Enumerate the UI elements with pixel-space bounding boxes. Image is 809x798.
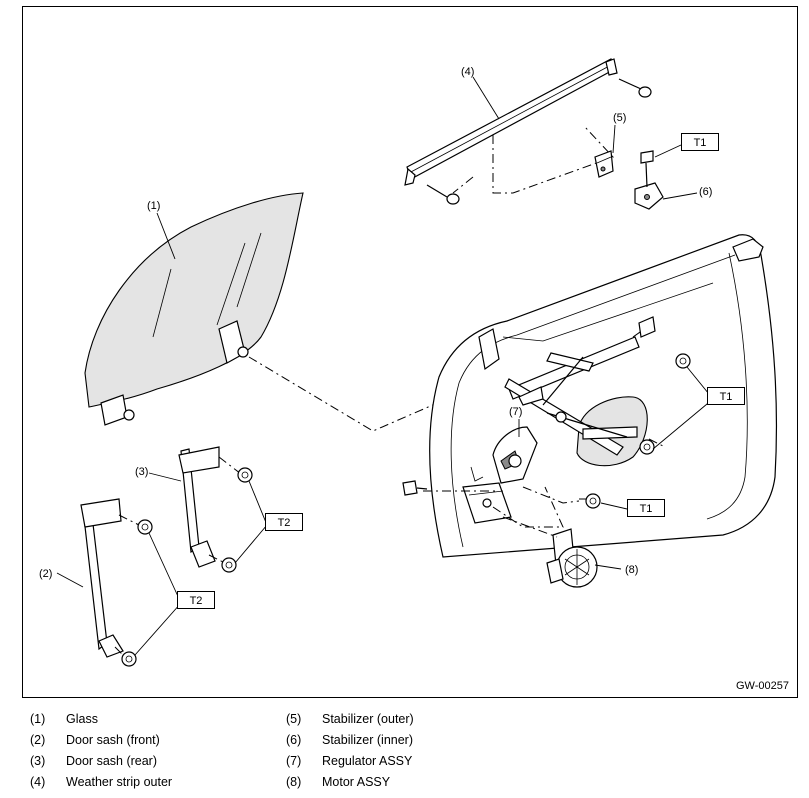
regulator-mounting-nut <box>585 493 601 509</box>
legend-num: (2) <box>30 733 46 747</box>
torque-label-t2-rear-sash: T2 <box>265 513 303 531</box>
leader-t2-rear <box>234 480 268 564</box>
regulator-nut-lower <box>639 439 655 455</box>
door-glass <box>84 192 304 426</box>
weather-strip-screw-upper <box>618 78 652 98</box>
parts-legend: (1) Glass (2) Door sash (front) (3) Door… <box>0 710 809 795</box>
stabilizer-inner-bolt <box>640 150 654 188</box>
legend-label: Door sash (front) <box>66 733 160 747</box>
leader-4 <box>472 76 500 120</box>
figure-code: GW-00257 <box>736 680 789 692</box>
leader-1 <box>156 212 176 260</box>
legend-num: (1) <box>30 712 46 726</box>
leader-3 <box>148 472 182 482</box>
stabilizer-inner <box>634 182 664 210</box>
torque-label-t2-front-sash: T2 <box>177 591 215 609</box>
regulator-nut-upper <box>675 353 691 369</box>
legend-num: (6) <box>286 733 302 747</box>
legend-num: (3) <box>30 754 46 768</box>
regulator-drive-gear <box>462 426 538 524</box>
stabilizer-outer <box>594 150 614 178</box>
leader-t1-mount <box>600 502 628 510</box>
callout-7: (7) <box>509 406 523 418</box>
motor-assy <box>502 516 598 588</box>
torque-label-t1-stabilizer: T1 <box>681 133 719 151</box>
callout-3: (3) <box>135 466 149 478</box>
callout-5: (5) <box>613 112 627 124</box>
legend-label: Door sash (rear) <box>66 754 157 768</box>
legend-label: Weather strip outer <box>66 775 173 789</box>
legend-num: (7) <box>286 754 302 768</box>
door-sash-rear <box>178 446 246 568</box>
door-sash-rear-nut-upper <box>237 467 253 483</box>
regulator-assy <box>504 336 640 456</box>
regulator-upper-guide-bolt <box>638 316 656 338</box>
door-sash-rear-nut-lower <box>221 557 237 573</box>
leader-t2-front <box>134 532 182 656</box>
regulator-bolt-left <box>402 480 428 496</box>
door-sash-front-nut-upper <box>137 519 153 535</box>
leader-6 <box>662 192 698 200</box>
leader-t1-bolt <box>654 144 682 158</box>
weather-strip-screw-lower <box>426 184 460 205</box>
callout-8: (8) <box>625 564 639 576</box>
weather-strip-outer <box>404 58 618 194</box>
callout-4: (4) <box>461 66 475 78</box>
torque-label-t1-regulator: T1 <box>707 387 745 405</box>
legend-label: Regulator ASSY <box>322 754 413 768</box>
legend-num: (5) <box>286 712 302 726</box>
callout-6: (6) <box>699 186 713 198</box>
leader-8 <box>594 564 622 570</box>
legend-label: Stabilizer (inner) <box>322 733 414 747</box>
callout-1: (1) <box>147 200 161 212</box>
door-sash-front-nut-lower <box>121 651 137 667</box>
legend-num: (4) <box>30 775 46 789</box>
exploded-view-drawing <box>56 58 778 667</box>
callout-2: (2) <box>39 568 53 580</box>
diagram-frame: (1) (2) (3) (4) (5) (6) (7) (8) T1 T1 T1… <box>22 6 798 698</box>
leader-2 <box>56 572 84 588</box>
torque-label-t1-mount: T1 <box>627 499 665 517</box>
legend-label: Glass <box>66 712 98 726</box>
legend-label: Stabilizer (outer) <box>322 712 414 726</box>
glass-bolt-upper <box>237 346 249 358</box>
leader-5 <box>612 124 616 154</box>
door-sash-front <box>80 498 144 660</box>
legend-num: (8) <box>286 775 302 789</box>
legend-label: Motor ASSY <box>322 775 391 789</box>
glass-bolt-lower <box>123 409 135 421</box>
